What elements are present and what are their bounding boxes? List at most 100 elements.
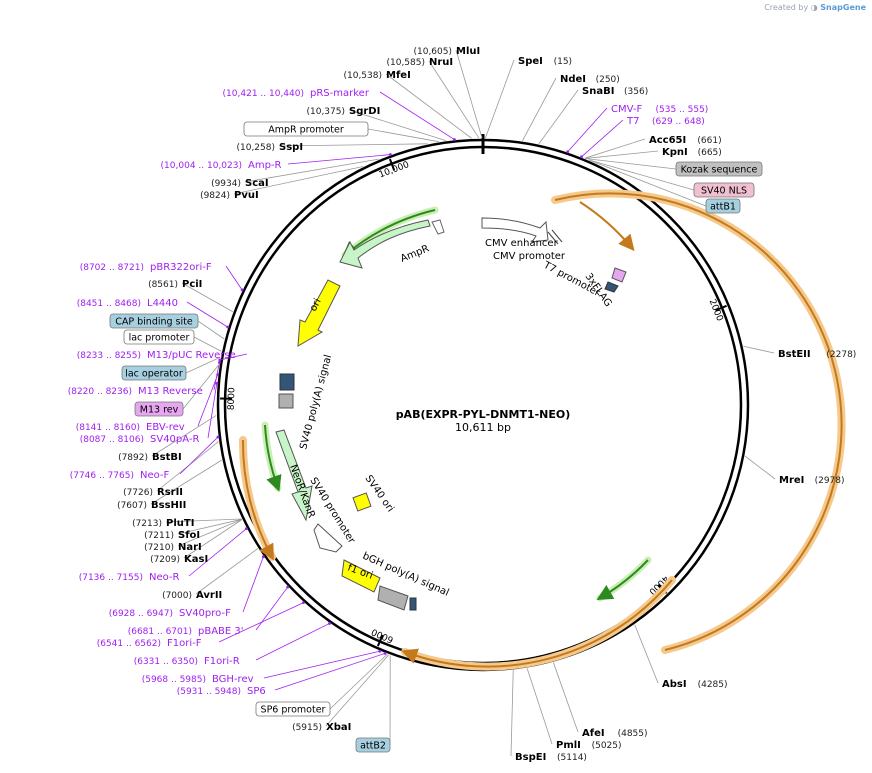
enzyme-mfei[interactable]: (10,538)MfeI (343, 70, 410, 81)
enzyme-position: (10,375) (306, 107, 345, 117)
enzyme-position: (661) (697, 136, 721, 146)
feature-label-ori[interactable]: ori (308, 297, 324, 314)
primer-m13-reverse[interactable]: (8220 .. 8236)M13 Reverse (68, 386, 203, 397)
enzyme-scai[interactable]: (9934)ScaI (211, 178, 269, 189)
feature-label-ampr[interactable]: AmpR (399, 243, 431, 264)
enzyme-bspei[interactable]: BspEI(5114) (515, 752, 587, 763)
primer-name: pBR322ori-F (150, 262, 212, 273)
enzyme-name: BssHII (151, 500, 186, 511)
tick-label: 6000 (370, 626, 395, 644)
primer-amp-r[interactable]: (10,004 .. 10,023)Amp-R (161, 160, 282, 171)
primer-ebv-rev[interactable]: (8141 .. 8160)EBV-rev (76, 422, 185, 433)
plasmid-size: 10,611 bp (455, 421, 511, 434)
enzyme-xbai[interactable]: (5915)XbaI (292, 722, 351, 733)
leader-lines (150, 49, 776, 757)
enzyme-position: (250) (596, 75, 620, 85)
enzyme-pluti[interactable]: (7213)PluTI (132, 518, 194, 529)
enzyme-kasi[interactable]: (7209)KasI (150, 554, 208, 565)
primer-sv40pro-f[interactable]: (6928 .. 6947)SV40pro-F (109, 608, 231, 619)
enzyme-ndei[interactable]: NdeI(250) (560, 74, 620, 85)
primer-pbabe-3[interactable]: (6681 .. 6701)pBABE 3' (128, 626, 244, 637)
primer-neo-r[interactable]: (7136 .. 7155)Neo-R (79, 572, 180, 583)
feature-box-attb1[interactable]: attB1 (705, 198, 741, 214)
enzyme-sgrdi[interactable]: (10,375)SgrDI (306, 106, 380, 117)
primer-name: Amp-R (248, 160, 282, 171)
tick-mark (715, 304, 727, 312)
enzyme-position: (7210) (144, 543, 174, 553)
enzyme-nrui[interactable]: (10,585)NruI (386, 57, 453, 68)
feature-box-ampr-promoter[interactable]: AmpR promoter (243, 121, 369, 137)
enzyme-position: (10,538) (343, 71, 382, 81)
plasmid-name: pAB(EXPR-PYL-DNMT1-NEO) (396, 408, 571, 421)
enzyme-position: (5025) (592, 741, 622, 751)
primer-pbr322ori-f[interactable]: (8702 .. 8721)pBR322ori-F (80, 262, 212, 273)
primer-name: pBABE 3' (198, 626, 244, 637)
enzyme-bstbi[interactable]: (7892)BstBI (118, 452, 182, 463)
enzyme-name: PciI (182, 279, 202, 290)
feature-label-cmv-enhancer[interactable]: CMV enhancer (485, 238, 559, 249)
primer-l4440[interactable]: (8451 .. 8468)L4440 (77, 298, 178, 309)
enzyme-position: (665) (698, 148, 722, 158)
primer-position: (8141 .. 8160) (76, 423, 140, 433)
feature-box-label: attB1 (710, 202, 736, 213)
enzyme-name: BstBI (152, 452, 182, 463)
enzyme-mrei[interactable]: MreI (2978) (779, 475, 845, 486)
enzyme-sfoi[interactable]: (7211)SfoI (144, 530, 200, 541)
enzyme-position: (7000) (162, 591, 192, 601)
primer-f1ori-r[interactable]: (6331 .. 6350)F1ori-R (134, 656, 240, 667)
enzyme-rsrii[interactable]: (7726)RsrII (123, 487, 183, 498)
feature-box-sv40-nls[interactable]: SV40 NLS (693, 182, 755, 198)
enzyme-absi[interactable]: AbsI(4285) (662, 679, 728, 690)
enzyme-position: (2978) (815, 476, 845, 486)
feature-label-cmv-promoter[interactable]: CMV promoter (493, 251, 566, 262)
enzyme-position: (2278) (826, 350, 856, 360)
primer-f1ori-f[interactable]: (6541 .. 6562)F1ori-F (97, 638, 202, 649)
enzyme-bsshii[interactable]: (7607)BssHII (117, 500, 186, 511)
primer-position: (535 .. 555) (656, 105, 709, 115)
feature-box-attb2[interactable]: attB2 (355, 737, 391, 753)
feature-label-sv40-ori[interactable]: SV40 ori (363, 473, 396, 514)
primer-neo-f[interactable]: (7746 .. 7765)Neo-F (70, 470, 170, 481)
feature-box-sp6-promoter[interactable]: SP6 promoter (255, 701, 331, 717)
feature-box-lac-promoter[interactable]: lac promoter (123, 329, 195, 345)
enzyme-name: AfeI (582, 728, 605, 739)
enzyme-name: PmlI (556, 740, 581, 751)
feature-box-lac-operator[interactable]: lac operator (121, 365, 187, 381)
enzyme-name: MluI (456, 46, 480, 57)
enzyme-pcii[interactable]: (8561)PciI (148, 279, 202, 290)
primer-position: (6331 .. 6350) (134, 657, 198, 667)
enzyme-pvui[interactable]: (9824)PvuI (200, 190, 259, 201)
enzyme-spei[interactable]: SpeI(15) (518, 56, 572, 67)
enzyme-name: NarI (178, 542, 202, 553)
primer-bgh-rev[interactable]: (5968 .. 5985)BGH-rev (142, 674, 254, 685)
feature-box-cap-binding-site[interactable]: CAP binding site (109, 313, 199, 329)
primer-cmv-f[interactable]: CMV-F(535 .. 555) (611, 104, 708, 115)
enzyme-snabi[interactable]: SnaBI(356) (582, 86, 648, 97)
feature-box-label: SP6 promoter (261, 705, 326, 716)
enzyme-sspi[interactable]: (10,258)SspI (236, 142, 303, 153)
primer-t7[interactable]: T7(629 .. 648) (626, 116, 705, 127)
primer-position: (6541 .. 6562) (97, 639, 161, 649)
feature-box-label: lac promoter (129, 333, 190, 344)
enzyme-kpni[interactable]: KpnI(665) (662, 147, 722, 158)
primer-position: (5931 .. 5948) (177, 687, 241, 697)
primer-sv40pa-r[interactable]: (8087 .. 8106)SV40pA-R (80, 434, 200, 445)
enzyme-name: BspEI (515, 752, 546, 763)
enzyme-avrii[interactable]: (7000)AvrII (162, 590, 222, 601)
enzyme-bsteii[interactable]: BstEII(2278) (778, 349, 856, 360)
feature-box-m13-rev[interactable]: M13 rev (134, 401, 184, 417)
enzyme-name: MreI (779, 475, 804, 486)
enzyme-name: SpeI (518, 56, 543, 67)
enzyme-acc65i[interactable]: Acc65I(661) (649, 135, 722, 146)
enzyme-afei[interactable]: AfeI(4855) (582, 728, 648, 739)
enzyme-name: AbsI (662, 679, 687, 690)
primer-sp6[interactable]: (5931 .. 5948)SP6 (177, 686, 266, 697)
enzyme-pmli[interactable]: PmlI (5025) (556, 740, 622, 751)
feature-box-kozak-sequence[interactable]: Kozak sequence (675, 161, 763, 177)
primer-prs-marker[interactable]: (10,421 .. 10,440)pRS-marker (223, 88, 370, 99)
feature-label-sv40-poly-a-signal[interactable]: SV40 poly(A) signal (298, 354, 334, 451)
enzyme-mlui[interactable]: (10,605)MluI (413, 46, 480, 57)
enzyme-nari[interactable]: (7210) NarI (144, 542, 202, 553)
primer-m13-puc-reverse[interactable]: (8233 .. 8255)M13/pUC Reverse (77, 350, 236, 361)
